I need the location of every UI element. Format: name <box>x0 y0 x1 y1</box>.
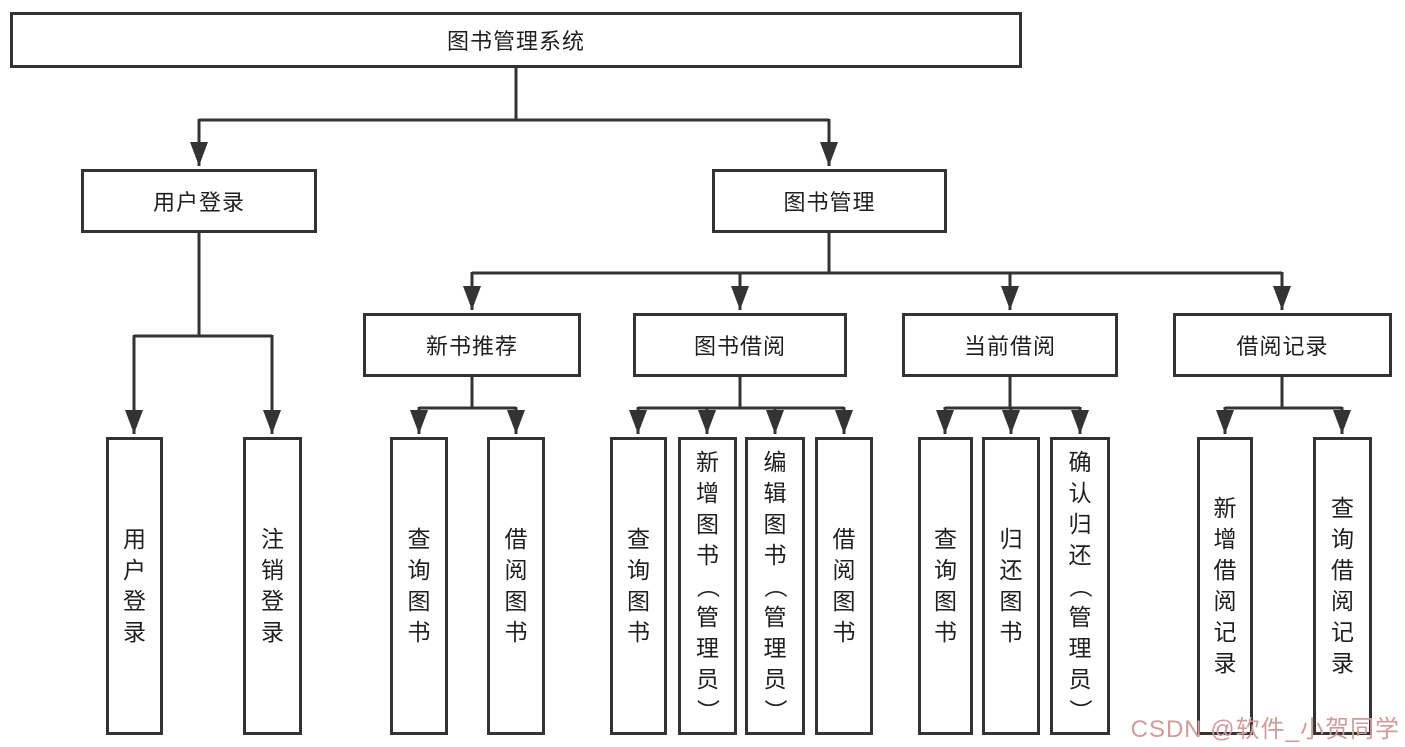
leaf-borrow-books-recommend: 借阅图书 <box>487 437 545 735</box>
leaf-return-books: 归还图书 <box>982 437 1040 735</box>
leaf-borrow-books: 借阅图书 <box>815 437 873 735</box>
node-book-management: 图书管理 <box>712 169 947 233</box>
csdn-watermark: CSDN @软件_小贺同学 <box>1130 716 1400 743</box>
leaf-query-borrow-record: 查询借阅记录 <box>1313 437 1372 735</box>
connector-records-to-leaves <box>1216 377 1351 434</box>
connector-current-to-leaves <box>936 377 1089 434</box>
connector-management-to-level3 <box>463 233 1291 310</box>
connector-login-to-leaves <box>125 233 281 434</box>
leaf-query-books-current: 查询图书 <box>918 437 973 735</box>
leaf-confirm-return-admin: 确认归还（管理员） <box>1050 437 1110 735</box>
leaf-logout: 注销登录 <box>243 437 302 735</box>
node-new-book-recommend: 新书推荐 <box>363 313 581 377</box>
leaf-edit-books-admin: 编辑图书（管理员） <box>745 437 805 735</box>
connector-borrowing-to-leaves <box>629 377 853 434</box>
node-borrowing-records: 借阅记录 <box>1173 313 1392 377</box>
leaf-query-books-recommend: 查询图书 <box>390 437 448 735</box>
leaf-query-books-borrowing: 查询图书 <box>610 437 667 735</box>
node-current-borrowing: 当前借阅 <box>902 313 1118 377</box>
node-user-login: 用户登录 <box>81 169 317 233</box>
node-root-library-system: 图书管理系统 <box>10 12 1022 68</box>
leaf-user-login: 用户登录 <box>106 437 163 735</box>
connector-recommend-to-leaves <box>410 377 525 434</box>
node-book-borrowing: 图书借阅 <box>633 313 847 377</box>
connector-root-to-level2 <box>190 68 838 166</box>
leaf-add-borrow-record: 新增借阅记录 <box>1197 437 1253 735</box>
leaf-add-books-admin: 新增图书（管理员） <box>678 437 737 735</box>
